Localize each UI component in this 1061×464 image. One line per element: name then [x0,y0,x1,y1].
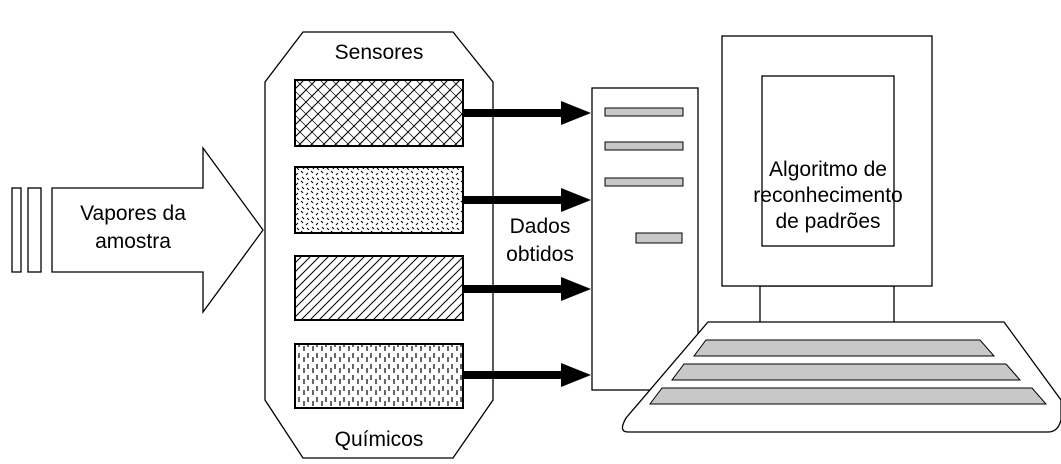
signal-arrows [463,101,591,387]
sensor-array-top-label: Sensores [335,41,424,64]
sensor-1-crosshatch [294,79,464,147]
power-indicator [635,232,683,244]
computer-tower [591,87,699,391]
vapor-stripe-left [11,187,22,273]
sample-label-line1: Vapores da [80,202,186,225]
data-label-line2: obtidos [506,243,574,266]
computer-keyboard [621,321,1061,433]
drive-bay-2 [604,141,684,151]
sensor-2-dots [294,166,464,234]
vapor-stripe-right [27,187,42,273]
sensor-array-bottom-label: Químicos [335,428,424,451]
keyboard-key-row-2 [671,363,1022,381]
signal-arrow-1 [463,101,591,125]
drive-bay-3 [604,177,684,187]
signal-arrow-2 [463,188,591,212]
sample-arrow-shape [51,146,264,314]
signal-arrow-3 [463,277,591,301]
computer-monitor: Algoritmo de reconhecimento de padrões [721,35,933,327]
monitor-screen [761,75,895,247]
keyboard-key-row-3 [649,387,1048,405]
signal-arrow-4 [463,363,591,387]
monitor-stand [759,285,895,327]
data-label-line1: Dados [510,215,571,238]
screen-text-line3: de padrões [775,210,880,233]
sensor-4-vertical-dashes [294,343,464,409]
screen-text-line1: Algoritmo de [769,158,887,181]
sensor-array: Sensores Químicos [264,31,494,459]
drive-bay-1 [604,107,684,117]
sample-vapor-input: Vapores da amostra [11,146,264,314]
keyboard-key-row-1 [693,339,996,357]
screen-text-line2: reconhecimento [753,184,902,207]
sample-label-line2: amostra [95,230,171,253]
sensor-3-diagonal-hatch [294,255,464,321]
